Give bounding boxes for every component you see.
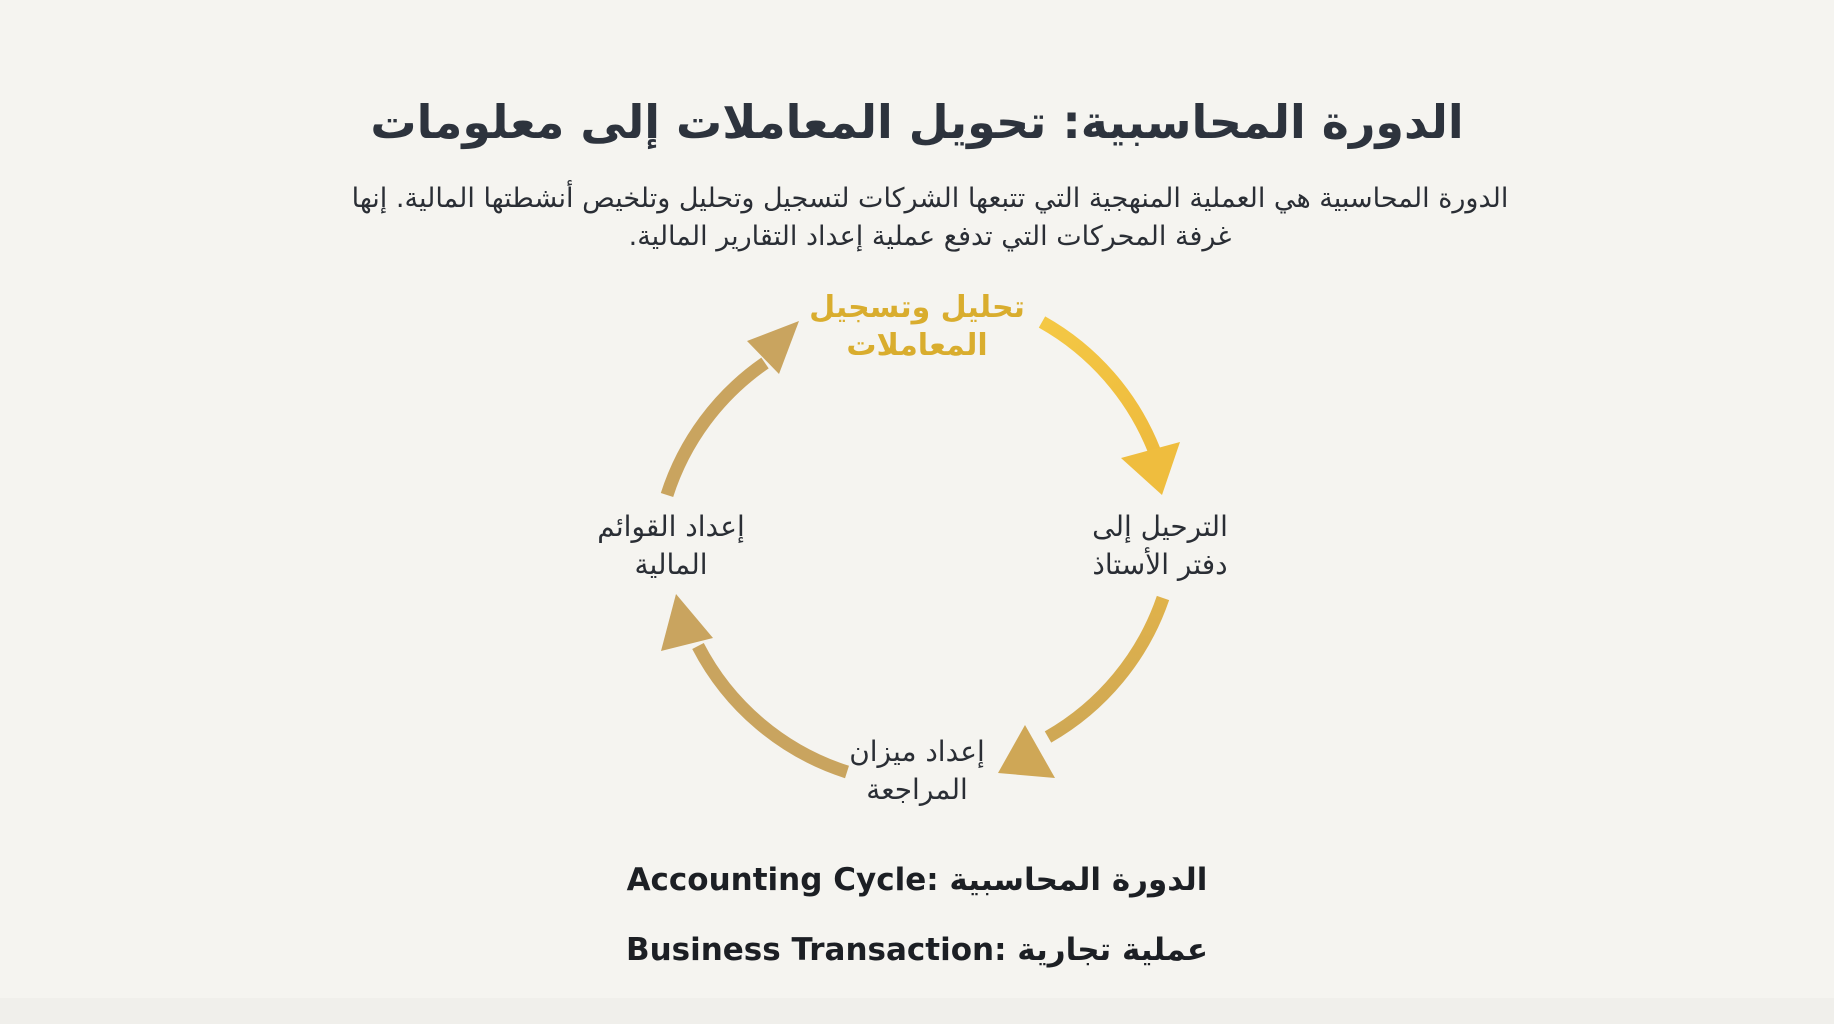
cycle-step-3-line-1: إعداد ميزان xyxy=(849,735,985,768)
glossary-item-business-transaction: عملية تجارية Business Transaction: xyxy=(0,932,1834,968)
cycle-step-2-line-1: الترحيل إلى xyxy=(1092,510,1228,543)
cycle-step-1-line-2: المعاملات xyxy=(846,328,988,363)
intro-line-1: الدورة المحاسبية هي العملية المنهجية الت… xyxy=(351,183,1509,214)
cycle-arrow-2 xyxy=(998,595,1170,778)
intro-paragraph: الدورة المحاسبية هي العملية المنهجية الت… xyxy=(280,180,1580,256)
cycle-step-3-line-2: المراجعة xyxy=(866,773,968,806)
cycle-step-post-ledger: الترحيل إلى دفتر الأستاذ xyxy=(1060,508,1260,584)
slide-title: الدورة المحاسبية: تحويل المعاملات إلى مع… xyxy=(370,95,1464,149)
glossary-term-ar: عملية تجارية xyxy=(1017,932,1209,968)
cycle-arrow-4 xyxy=(660,321,799,497)
cycle-step-trial-balance: إعداد ميزان المراجعة xyxy=(817,733,1017,809)
cycle-arrow-3 xyxy=(661,594,849,779)
glossary-term-en: Accounting Cycle: xyxy=(626,862,939,898)
cycle-step-financial-statements: إعداد القوائم المالية xyxy=(571,508,771,584)
glossary-term-en: Business Transaction: xyxy=(625,932,1007,968)
glossary-item-accounting-cycle: الدورة المحاسبية Accounting Cycle: xyxy=(0,862,1834,898)
cycle-step-1-line-1: تحليل وتسجيل xyxy=(809,290,1025,325)
cycle-step-analyze-record: تحليل وتسجيل المعاملات xyxy=(767,289,1067,365)
glossary-term-ar: الدورة المحاسبية xyxy=(949,862,1208,898)
bottom-band xyxy=(0,998,1834,1024)
cycle-step-4-line-1: إعداد القوائم xyxy=(597,510,745,543)
cycle-step-2-line-2: دفتر الأستاذ xyxy=(1092,548,1228,581)
cycle-arrow-1 xyxy=(1038,316,1180,495)
intro-line-2: غرفة المحركات التي تدفع عملية إعداد التق… xyxy=(628,221,1232,252)
cycle-step-4-line-2: المالية xyxy=(634,548,708,581)
